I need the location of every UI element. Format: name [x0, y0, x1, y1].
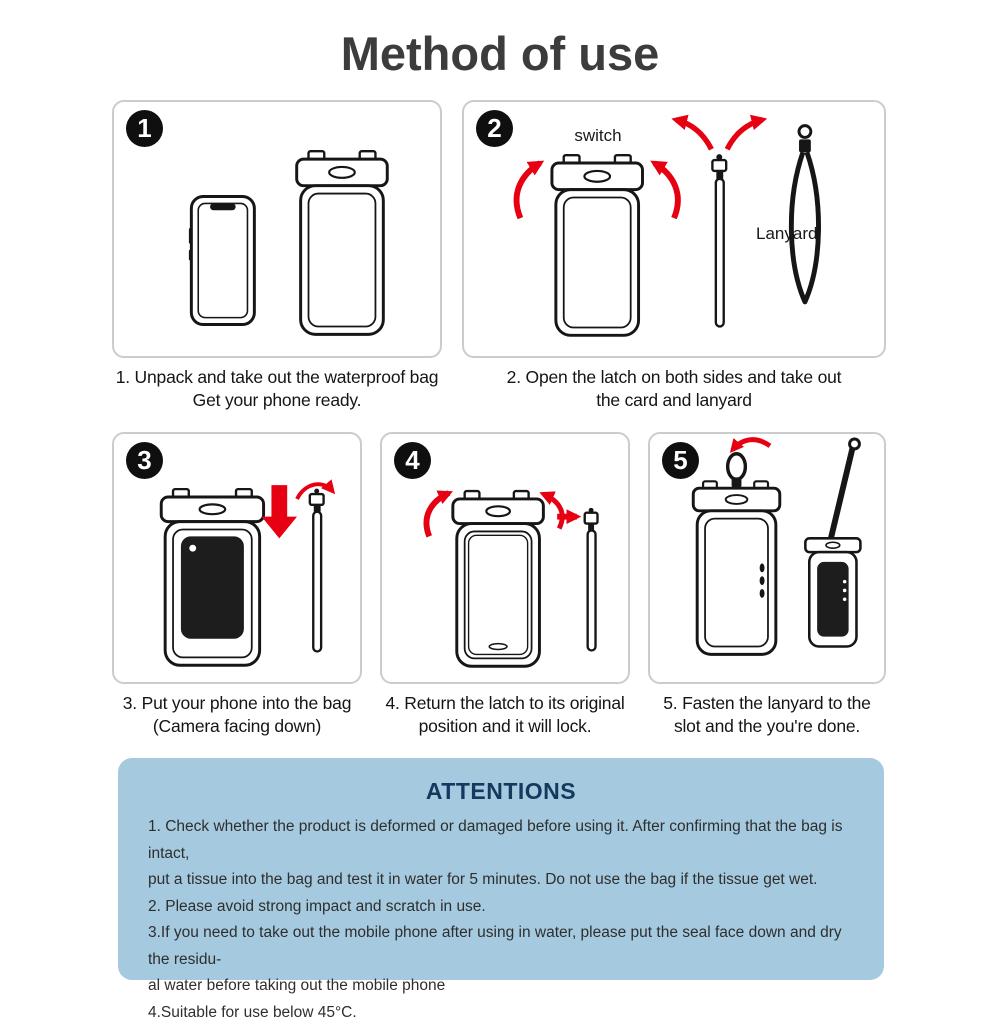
step-2-caption-line-2: the card and lanyard [462, 389, 886, 412]
attentions-text: 1. Check whether the product is deformed… [148, 814, 858, 1026]
red-arrow-icon [733, 440, 770, 450]
red-arrow-icon [517, 163, 541, 218]
small-bag-illustration [805, 538, 860, 646]
step-2-caption: 2. Open the latch on both sides and take… [462, 366, 886, 412]
step-1-panel: 1 [112, 100, 442, 358]
step-2-number-badge: 2 [476, 110, 513, 147]
step-1-illustration [114, 102, 440, 356]
step-4-number-badge: 4 [394, 442, 431, 479]
lanyard-strap-illustration [831, 439, 860, 538]
attention-line: 2. Please avoid strong impact and scratc… [148, 894, 858, 921]
step-5-number-badge: 5 [662, 442, 699, 479]
step-5-panel: 5 [648, 432, 886, 684]
step-3-panel: 3 [112, 432, 362, 684]
red-down-arrow-icon [262, 485, 297, 538]
attentions-title: ATTENTIONS [118, 778, 884, 805]
red-arrow-icon [426, 493, 448, 536]
step-3-number-badge: 3 [126, 442, 163, 479]
step-2-panel: 2 switch Lanyard [462, 100, 886, 358]
attentions-box: ATTENTIONS 1. Check whether the product … [118, 758, 884, 980]
red-arrow-icon [543, 494, 562, 528]
carabiner-icon [728, 454, 746, 487]
attention-line: 4.Suitable for use below 45°C. [148, 1000, 858, 1026]
phone-in-bag-illustration [181, 536, 244, 638]
waterproof-bag-illustration [297, 151, 388, 334]
phone-illustration [189, 197, 254, 325]
lanyard-illustration [791, 126, 818, 302]
attention-line: 3.If you need to take out the mobile pho… [148, 920, 858, 973]
step-3-caption: 3. Put your phone into the bag (Camera f… [96, 692, 378, 738]
red-arrow-icon [654, 163, 678, 218]
latch-pin-illustration [712, 154, 726, 326]
attention-line: al water before taking out the mobile ph… [148, 973, 858, 1000]
step-4-caption: 4. Return the latch to its original posi… [372, 692, 638, 738]
waterproof-bag-illustration [552, 155, 643, 335]
attention-line: put a tissue into the bag and test it in… [148, 867, 858, 894]
step-5-caption: 5. Fasten the lanyard to the slot and th… [634, 692, 900, 738]
attention-line: 1. Check whether the product is deformed… [148, 814, 858, 867]
lanyard-label: Lanyard [756, 224, 846, 244]
latch-pin-illustration [585, 508, 598, 651]
step-3-caption-line-2: (Camera facing down) [96, 715, 378, 738]
step-4-caption-line-2: position and it will lock. [372, 715, 638, 738]
step-2-caption-line-1: 2. Open the latch on both sides and take… [462, 366, 886, 389]
step-5-caption-line-2: slot and the you're done. [634, 715, 900, 738]
page-title: Method of use [0, 26, 1000, 81]
latch-pin-illustration [310, 489, 324, 652]
red-arrow-icon [676, 120, 711, 150]
step-1-caption-line-2: Get your phone ready. [100, 389, 454, 412]
step-5-caption-line-1: 5. Fasten the lanyard to the [634, 692, 900, 715]
red-arrow-icon [727, 120, 762, 150]
step-1-caption: 1. Unpack and take out the waterproof ba… [100, 366, 454, 412]
waterproof-bag-illustration [693, 481, 780, 654]
step-1-caption-line-1: 1. Unpack and take out the waterproof ba… [100, 366, 454, 389]
step-1-number-badge: 1 [126, 110, 163, 147]
step-4-panel: 4 [380, 432, 630, 684]
switch-label: switch [552, 126, 644, 146]
waterproof-bag-illustration [453, 491, 544, 666]
step-3-caption-line-1: 3. Put your phone into the bag [96, 692, 378, 715]
step-4-caption-line-1: 4. Return the latch to its original [372, 692, 638, 715]
